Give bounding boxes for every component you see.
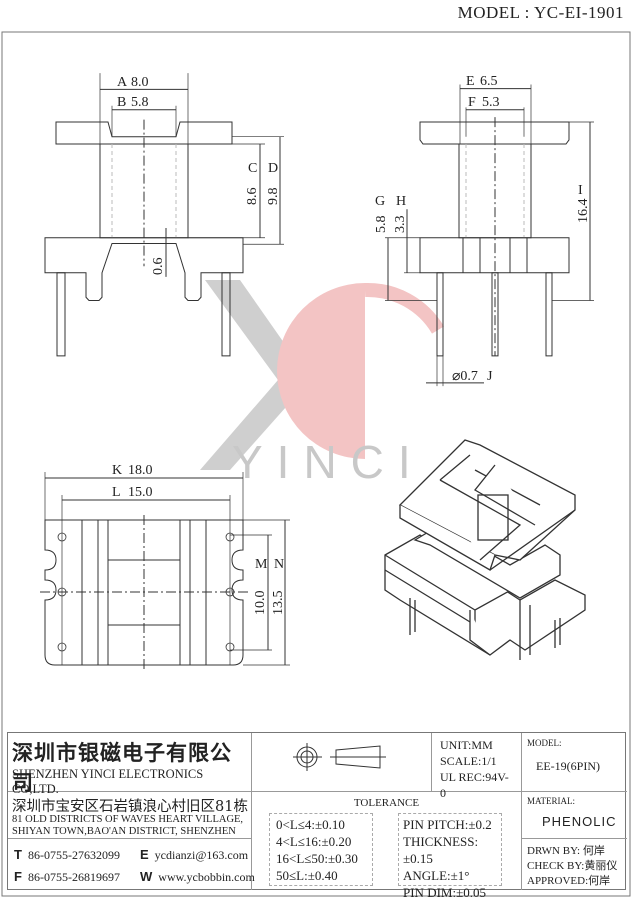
side-view: E 6.5 F 5.3 G H 5.8 3.3 I 16.4 ⌀0.7 J	[374, 74, 594, 386]
watermark-logo: YINCI	[200, 280, 445, 488]
drawing-border	[1, 31, 631, 897]
ul-text: UL REC:94V-0	[440, 770, 509, 800]
dim-value-l: 15.0	[128, 485, 153, 500]
projection-symbol-icon	[293, 743, 386, 771]
tolerance-item: PIN DIM:±0.05	[403, 885, 486, 900]
tolerance-other-box: PIN PITCH:±0.2 THICKNESS:±0.15 ANGLE:±1°…	[398, 813, 502, 900]
symbol-cell	[252, 733, 432, 792]
dim-label-j: J	[487, 369, 493, 384]
dim-label-l: L	[112, 485, 121, 500]
dim-label-a: A	[117, 75, 128, 90]
company-name-cn: 深圳市银磁电子有限公司	[12, 740, 232, 795]
company-name-en: SHENZHEN YINCI ELECTRONICS CO,LTD.	[12, 767, 204, 796]
dim-value-c: 8.6	[245, 188, 260, 206]
dim-value-j: ⌀0.7	[452, 369, 478, 384]
check-by: CHECK BY:黄丽仪	[527, 860, 618, 872]
address-en-1: 81 OLD DISTRICTS OF WAVES HEART VILLAGE,	[12, 814, 244, 825]
model-label: MODEL:	[527, 738, 562, 748]
approved-by: APPROVED:何岸	[527, 875, 611, 887]
dim-label-i: I	[578, 183, 583, 198]
dim-value-f: 5.3	[482, 95, 500, 110]
dim-value-h: 3.3	[393, 216, 408, 234]
dim-label-b: B	[117, 95, 126, 110]
address-cn: 深圳市宝安区石岩镇浪心村旧区81栋	[12, 799, 248, 815]
material-label: MATERIAL:	[527, 796, 575, 806]
tolerance-item: 16<L≤50:±0.30	[276, 851, 358, 866]
tolerance-title: TOLERANCE	[353, 797, 420, 809]
tolerance-item: ANGLE:±1°	[403, 868, 470, 883]
dim-value-m: 10.0	[253, 591, 268, 616]
material-value: PHENOLIC	[542, 814, 617, 829]
tolerance-item: PIN PITCH:±0.2	[403, 817, 492, 832]
dim-label-g: G	[375, 194, 385, 209]
company-cell: 深圳市银磁电子有限公司 SHENZHEN YINCI ELECTRONICS C…	[8, 733, 252, 796]
dim-value-k: 18.0	[128, 463, 153, 478]
dim-value-i: 16.4	[576, 199, 591, 224]
dim-value-base-gap: 0.6	[151, 258, 166, 276]
dim-label-h: H	[396, 194, 406, 209]
dim-value-b: 5.8	[131, 95, 149, 110]
title-block: 深圳市银磁电子有限公司 SHENZHEN YINCI ELECTRONICS C…	[7, 732, 627, 900]
model-label: MODEL	[457, 3, 520, 22]
material-cell: MATERIAL: PHENOLIC	[522, 792, 627, 839]
dim-label-k: K	[112, 463, 122, 478]
model-header: MODEL : YC-EI-1901	[457, 3, 624, 22]
model-cell: MODEL: EE-19(6PIN)	[522, 733, 627, 792]
model-value: YC-EI-1901	[534, 3, 624, 22]
approval-cell: DRWN BY: 何岸 CHECK BY:黄丽仪 APPROVED:何岸	[522, 839, 627, 890]
address-cell: 深圳市宝安区石岩镇浪心村旧区81栋 81 OLD DISTRICTS OF WA…	[8, 792, 252, 839]
dim-value-e: 6.5	[480, 74, 498, 89]
tolerance-cell: TOLERANCE 0<L≤4:±0.10 4<L≤16:±0.20 16<L≤…	[252, 792, 522, 900]
dim-label-f: F	[468, 95, 476, 110]
drawn-by: DRWN BY: 何岸	[527, 845, 605, 857]
dim-value-a: 8.0	[131, 75, 149, 90]
unit-text: UNIT:MM	[440, 738, 493, 752]
dim-label-c: C	[248, 161, 257, 176]
model-value: EE-19(6PIN)	[536, 759, 600, 773]
tolerance-item: 50≤L:±0.40	[276, 868, 338, 883]
tolerance-length-box: 0<L≤4:±0.10 4<L≤16:±0.20 16<L≤50:±0.30 5…	[269, 813, 373, 886]
watermark-circle	[277, 283, 365, 459]
dim-value-g: 5.8	[374, 216, 389, 234]
dim-value-d: 9.8	[266, 188, 281, 206]
unit-cell: UNIT:MM SCALE:1/1 UL REC:94V-0	[432, 733, 522, 800]
bottom-view: K 18.0 L 15.0 M N 10.0 13.5	[40, 463, 290, 670]
dim-label-m: M	[255, 557, 268, 572]
isometric-view	[384, 439, 586, 660]
scale-text: SCALE:1/1	[440, 754, 497, 768]
watermark-text: YINCI	[232, 436, 425, 488]
dim-label-n: N	[274, 557, 284, 572]
tolerance-item: 4<L≤16:±0.20	[276, 834, 352, 849]
tolerance-item: 0<L≤4:±0.10	[276, 817, 345, 832]
dim-label-d: D	[268, 161, 278, 176]
address-en-2: SHIYAN TOWN,BAO'AN DISTRICT, SHENZHEN	[12, 826, 236, 837]
tolerance-item: THICKNESS:±0.15	[403, 834, 479, 866]
dim-value-n: 13.5	[271, 591, 286, 616]
dim-label-e: E	[466, 74, 475, 89]
